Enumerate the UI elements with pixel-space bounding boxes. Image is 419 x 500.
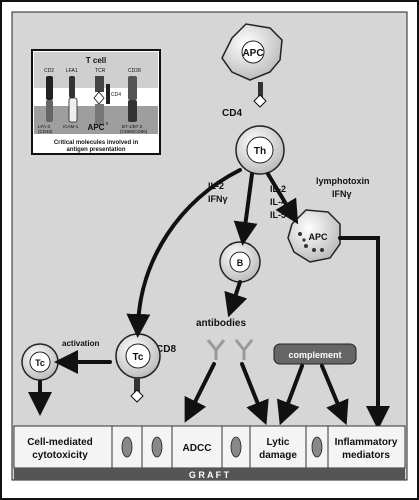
outcome-cell-mediated-1: Cell-mediated: [27, 437, 93, 448]
graft-label: G R A F T: [189, 470, 230, 480]
tc-left-label: Tc: [35, 358, 45, 368]
inset-mol-class2: class II: [94, 121, 108, 126]
antigen-presentation-inset: T cell CD2 LFA1 TCR CD28 CD4 APC LFA-3 (…: [31, 49, 161, 155]
inset-mol-cd28: CD28: [128, 68, 141, 74]
label-lymphotoxin: lymphotoxin: [316, 176, 370, 186]
flow-arrows: [28, 168, 390, 430]
inset-mol-cd80: (CD80/CD86): [120, 129, 148, 134]
inset-mol-cd2: CD2: [44, 68, 54, 74]
inset-mol-lfa3: LFA-3: [38, 124, 51, 129]
th-cell: Th: [235, 125, 285, 175]
inset-mol-tcr: TCR: [95, 68, 106, 74]
tc-main-label: Tc: [133, 352, 144, 363]
label-cd4: CD4: [222, 108, 242, 119]
antibody-icons: [206, 339, 254, 360]
graft-cell-layer: [13, 425, 406, 469]
label-antibodies: antibodies: [196, 318, 246, 329]
outcome-inflammatory-1: Inflammatory: [335, 437, 398, 448]
outcome-inflammatory-2: mediators: [342, 450, 390, 461]
inset-mol-cd48: (CD48): [38, 129, 53, 134]
b-cell: B: [219, 241, 261, 283]
label-ifng-right: IFNγ: [332, 189, 352, 199]
outcome-adcc: ADCC: [183, 443, 212, 454]
apc-right-label: APC: [308, 232, 328, 242]
inset-mol-lfa1: LFA1: [66, 68, 78, 74]
b-label: B: [237, 258, 244, 268]
outcome-lytic-1: Lytic: [267, 437, 290, 448]
label-il5: IL-5: [270, 210, 286, 220]
outcome-cell-mediated-2: cytotoxicity: [32, 450, 88, 461]
th-label: Th: [254, 146, 266, 157]
inset-mol-cd4: CD4: [111, 92, 121, 98]
apc-right-cell: APC: [287, 209, 341, 263]
graft-bar: G R A F T: [14, 468, 405, 480]
apc-top-cell: APC: [221, 23, 283, 108]
label-ifng-left: IFNγ: [208, 194, 228, 204]
tc-left-cell: Tc: [21, 343, 59, 381]
tc-main-cell: Tc: [115, 333, 161, 403]
inset-mol-icam1: ICAM-1: [63, 124, 79, 129]
apc-top-label: APC: [242, 48, 263, 59]
inset-caption-line2: antigen presentation: [66, 147, 125, 153]
inset-caption-line1: Critical molecules involved in: [54, 140, 139, 146]
inset-title: T cell: [86, 56, 106, 65]
complement-label: complement: [288, 350, 341, 360]
complement-box: complement: [273, 343, 357, 365]
label-cd8: CD8: [156, 344, 176, 355]
outcome-lytic-2: damage: [259, 450, 297, 461]
label-activation: activation: [62, 339, 99, 348]
inset-mol-b7: B7-1/B7-2: [122, 124, 143, 129]
inset-apc: APC: [88, 123, 105, 132]
